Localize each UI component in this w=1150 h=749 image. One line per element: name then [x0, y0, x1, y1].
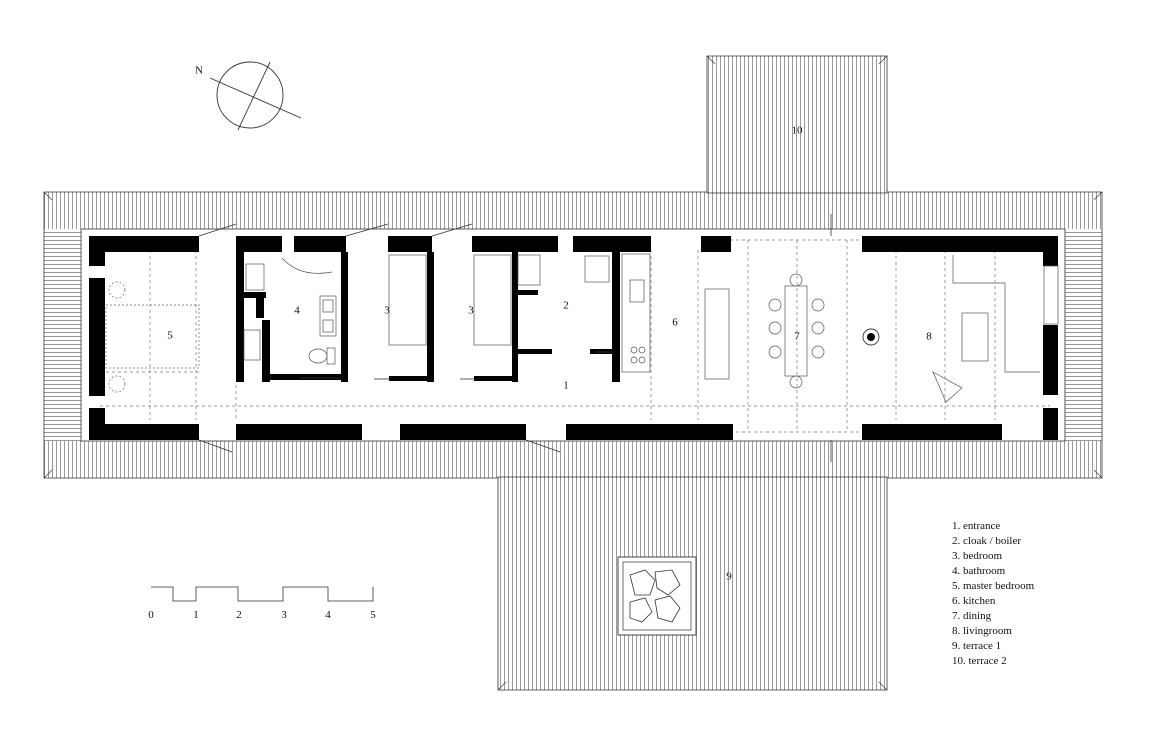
- legend-item-10: 10. terrace 2: [952, 655, 1007, 667]
- room-labels: 1 2 3 3 4 5 6 7 8 9 10: [167, 125, 932, 583]
- legend-item-9: 9. terrace 1: [952, 640, 1001, 652]
- room-number-8: 8: [926, 331, 932, 343]
- scale-tick-1: 1: [193, 609, 199, 621]
- room-number-3b: 3: [468, 305, 474, 317]
- legend-item-7: 7. dining: [952, 610, 992, 622]
- scale-bar: 0 1 2 3 4 5: [148, 586, 376, 621]
- walls: [89, 236, 1058, 440]
- planter: [617, 556, 697, 636]
- furniture: [105, 253, 1059, 403]
- scale-tick-0: 0: [148, 609, 154, 621]
- doors: [198, 214, 832, 462]
- room-number-2: 2: [563, 300, 569, 312]
- legend-item-1: 1. entrance: [952, 520, 1000, 532]
- north-arrow-compass: N: [195, 61, 302, 131]
- legend-item-3: 3. bedroom: [952, 550, 1003, 562]
- scale-tick-2: 2: [236, 609, 242, 621]
- interior-floor: [80, 228, 1066, 442]
- legend-item-8: 8. livingroom: [952, 625, 1012, 637]
- room-number-4: 4: [294, 305, 300, 317]
- scale-tick-3: 3: [281, 609, 287, 621]
- scale-tick-5: 5: [370, 609, 376, 621]
- room-number-10: 10: [792, 125, 804, 137]
- north-label: N: [195, 65, 203, 77]
- room-number-1: 1: [563, 380, 569, 392]
- legend-item-2: 2. cloak / boiler: [952, 535, 1021, 547]
- room-number-6: 6: [672, 317, 678, 329]
- legend: 1. entrance 2. cloak / boiler 3. bedroom…: [952, 520, 1035, 667]
- deck-decking: [43, 55, 1103, 691]
- room-number-7: 7: [794, 331, 800, 343]
- room-number-3a: 3: [384, 305, 390, 317]
- room-number-5: 5: [167, 330, 173, 342]
- room-number-9: 9: [726, 571, 732, 583]
- legend-item-5: 5. master bedroom: [952, 580, 1035, 592]
- legend-item-4: 4. bathroom: [952, 565, 1006, 577]
- ceiling-grid: [100, 239, 1050, 433]
- legend-item-6: 6. kitchen: [952, 595, 996, 607]
- scale-tick-4: 4: [325, 609, 331, 621]
